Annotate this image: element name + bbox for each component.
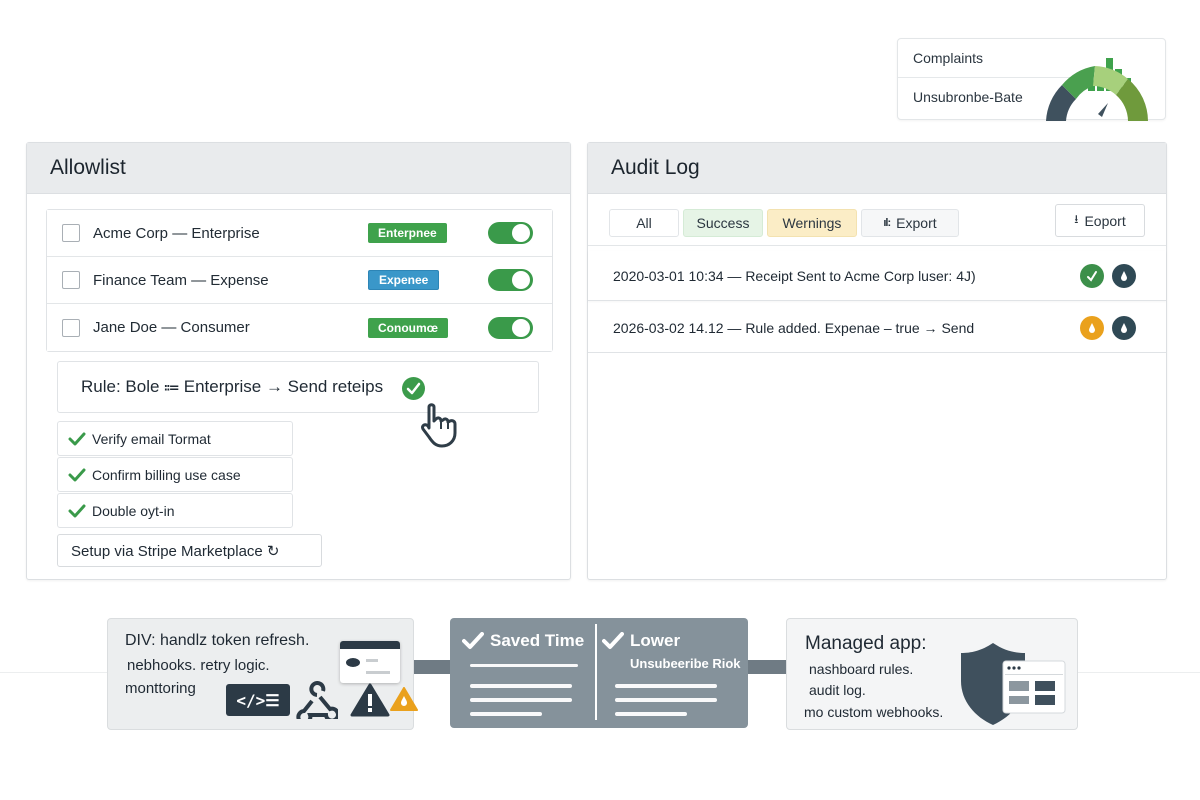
log-entry[interactable]: 2020-03-01 10:34 — Receipt Sent to Acme … — [588, 251, 1166, 301]
filter-export-tab[interactable]: ıl: Export — [861, 209, 959, 237]
allowlist-row: Finance Team — Expense Expenee — [47, 257, 552, 304]
lower-risk-heading: Lower — [602, 631, 680, 651]
allowlist-table: Acme Corp — Enterprise Enterpnee Finance… — [46, 209, 553, 352]
row-label: Jane Doe — Consumer — [93, 319, 250, 336]
saved-time-heading: Saved Time — [462, 631, 584, 651]
row-checkbox[interactable] — [62, 318, 80, 337]
audit-log-title: Audit Log — [588, 143, 1166, 194]
metrics-divider — [898, 77, 1080, 78]
text-placeholder-line — [615, 698, 717, 702]
export-tab-label: Export — [896, 215, 937, 231]
managed-line-2: audit log. — [809, 682, 866, 698]
text-placeholder-line — [470, 684, 572, 688]
checklist-label: Double oyt-in — [92, 502, 175, 519]
diy-line-2: nebhooks. retry logic. — [127, 657, 270, 674]
checkmark-icon — [68, 504, 86, 517]
managed-app-title: Managed app: — [805, 633, 927, 654]
allowlist-row: Jane Doe — Consumer Conoumœ — [47, 304, 552, 351]
enable-toggle[interactable] — [488, 269, 533, 291]
text-placeholder-line — [470, 698, 572, 702]
type-badge: Enterpnee — [368, 223, 447, 243]
enable-toggle[interactable] — [488, 316, 533, 339]
checkmark-icon — [602, 632, 624, 649]
diy-line-3: monttoring — [125, 680, 196, 697]
success-status-icon — [1080, 264, 1104, 288]
checkmark-icon — [68, 432, 86, 445]
text-placeholder-line — [615, 712, 687, 716]
allowlist-title: Allowlist — [27, 143, 570, 194]
setup-stripe-button[interactable]: Setup via Stripe Marketplace ↻ — [57, 534, 322, 567]
text-placeholder-line — [470, 664, 578, 667]
code-icon: </>☰ — [226, 684, 290, 716]
gauge-chart-icon — [1046, 58, 1148, 121]
checklist-item: Confirm billing use case — [57, 457, 293, 492]
managed-app-card: Managed app: nashboard rules. audit log.… — [786, 618, 1078, 730]
row-checkbox[interactable] — [62, 271, 80, 289]
text-placeholder-line — [615, 684, 717, 688]
rule-box[interactable]: Rule: Bole ⩴ Enterprise → Send reteips — [57, 361, 539, 413]
webhook-icon — [296, 681, 338, 719]
export-button[interactable]: ⭳ Eoport — [1055, 204, 1145, 237]
filter-success-tab[interactable]: Success — [683, 209, 763, 237]
check-circle-icon[interactable] — [402, 377, 425, 400]
unsubscribe-rate-label: Unsubronbe-Bate — [913, 89, 1023, 105]
allowlist-panel: Allowlist Acme Corp — Enterprise Enterpn… — [26, 142, 571, 580]
flow-connector — [747, 660, 789, 674]
log-entry[interactable]: 2026-03-02 14.12 — Rule added. Expenae –… — [588, 303, 1166, 353]
hand-cursor-icon — [421, 403, 457, 448]
checklist: Verify email Tormat Confirm billing use … — [57, 421, 293, 529]
benefits-card: Saved Time Lower Unsubeeribe Riok — [450, 618, 748, 728]
column-divider — [595, 624, 597, 720]
row-checkbox[interactable] — [62, 224, 80, 242]
alert-badge-icon — [390, 687, 418, 711]
log-entry-text: 2020-03-01 10:34 — Receipt Sent to Acme … — [613, 267, 976, 284]
lower-risk-subheading: Unsubeeribe Riok — [630, 656, 741, 671]
log-divider — [588, 245, 1166, 246]
flow-connector — [412, 660, 452, 674]
rule-text: Rule: Bole ⩴ Enterprise → Send reteips — [81, 377, 384, 396]
managed-line-3: mo custom webhooks. — [804, 704, 944, 720]
text-placeholder-line — [470, 712, 542, 716]
checklist-item: Verify email Tormat — [57, 421, 293, 456]
complaints-label: Complaints — [913, 50, 984, 66]
details-drop-icon[interactable] — [1112, 316, 1136, 340]
type-badge: Expenee — [368, 270, 440, 290]
diy-card: DIV: handlz token refresh. nebhooks. ret… — [107, 618, 418, 730]
checklist-label: Confirm billing use case — [92, 466, 241, 483]
bar-chart-icon: ıl: — [883, 217, 891, 229]
audit-log-panel: Audit Log All Success Wernings ıl: Expor… — [587, 142, 1167, 580]
shield-dashboard-icon — [961, 643, 1066, 725]
allowlist-row: Acme Corp — Enterprise Enterpnee — [47, 210, 552, 257]
filter-all-tab[interactable]: All — [609, 209, 679, 237]
download-icon: ⭳ — [1074, 212, 1079, 226]
checkmark-icon — [68, 468, 86, 481]
warning-triangle-icon — [350, 683, 390, 717]
checklist-item: Double oyt-in — [57, 493, 293, 528]
export-button-label: Eoport — [1084, 212, 1126, 229]
browser-window-icon — [340, 641, 400, 683]
diy-line-1: DIV: handlz token refresh. — [125, 632, 310, 649]
metrics-widget: Complaints Unsubronbe-Bate — [897, 38, 1166, 121]
checkmark-icon — [462, 632, 484, 649]
filter-warnings-tab[interactable]: Wernings — [767, 209, 857, 237]
enable-toggle[interactable] — [488, 222, 533, 244]
details-drop-icon[interactable] — [1112, 264, 1136, 288]
filter-tabs: All Success Wernings ıl: Export — [609, 209, 959, 237]
log-entry-text: 2026-03-02 14.12 — Rule added. Expenae –… — [613, 319, 975, 336]
warning-status-icon — [1080, 316, 1104, 340]
managed-line-1: nashboard rules. — [809, 661, 914, 677]
checklist-label: Verify email Tormat — [92, 430, 211, 447]
type-badge: Conoumœ — [368, 317, 448, 338]
row-label: Finance Team — Expense — [93, 271, 269, 289]
row-label: Acme Corp — Enterprise — [93, 224, 260, 242]
